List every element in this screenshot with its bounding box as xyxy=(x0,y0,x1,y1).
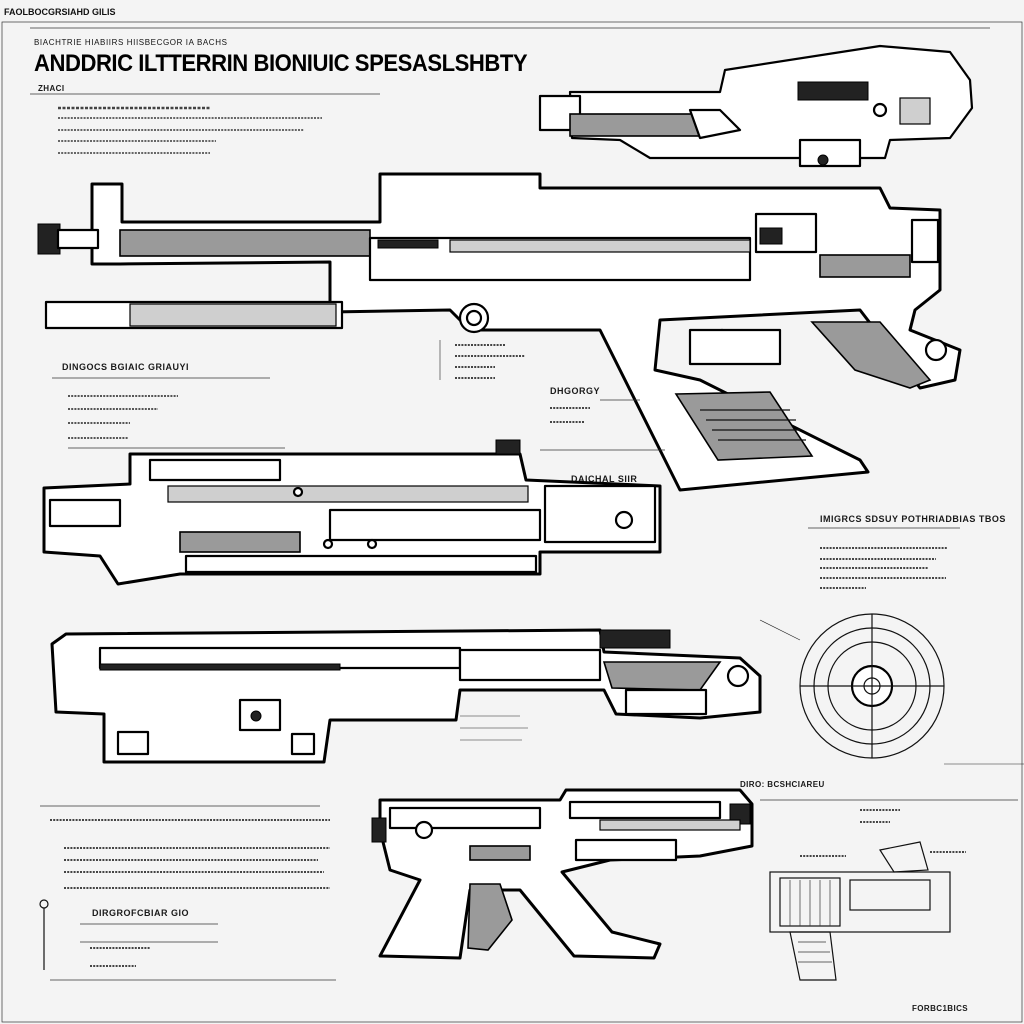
lower-rifle-diagram xyxy=(50,628,762,764)
left-heading-2: DIRGROFCBIAR GIO xyxy=(92,908,189,918)
reticle-diagram-icon xyxy=(759,613,1024,765)
top-receiver-diagram xyxy=(538,44,974,168)
notes-block-center xyxy=(455,344,665,451)
lower-label-1: DIRO: BCSHCIAREU xyxy=(740,780,825,789)
right-heading-1: IMIGRCS SDSUY POTHRIADBIAS TBOS xyxy=(820,514,1006,524)
lower-label-2: FORBC1BICS xyxy=(912,1004,969,1013)
section-tag: ZHACI xyxy=(38,84,65,93)
mid-heading-1: DHGORGY xyxy=(550,386,601,396)
notes-block-bottom-left xyxy=(39,805,336,981)
frame-border xyxy=(1,21,1023,1023)
main-rifle-diagram xyxy=(37,172,962,492)
notes-block-right xyxy=(808,527,960,589)
subtitle: BIACHTRIE HIABIIRS HIISBECGOR IA BACHS xyxy=(34,38,228,47)
notes-block-mid-left xyxy=(52,377,285,449)
mid-heading-2: DAICHAL SIIR xyxy=(571,474,638,484)
bottom-pistol-diagram xyxy=(371,788,754,960)
header-top-label: FAOLBOCGRSIAHD GILIS xyxy=(4,7,116,17)
notes-block-top-left xyxy=(58,106,322,154)
left-heading-1: DINGOCS BGIAIC GRIAUYI xyxy=(62,362,190,372)
cutaway-diagram-icon xyxy=(760,799,1018,981)
middle-rifle-diagram xyxy=(42,439,662,586)
page-title: ANDDRIC ILTTERRIN BIONIUIC SPESASLSHBTY xyxy=(34,50,528,77)
